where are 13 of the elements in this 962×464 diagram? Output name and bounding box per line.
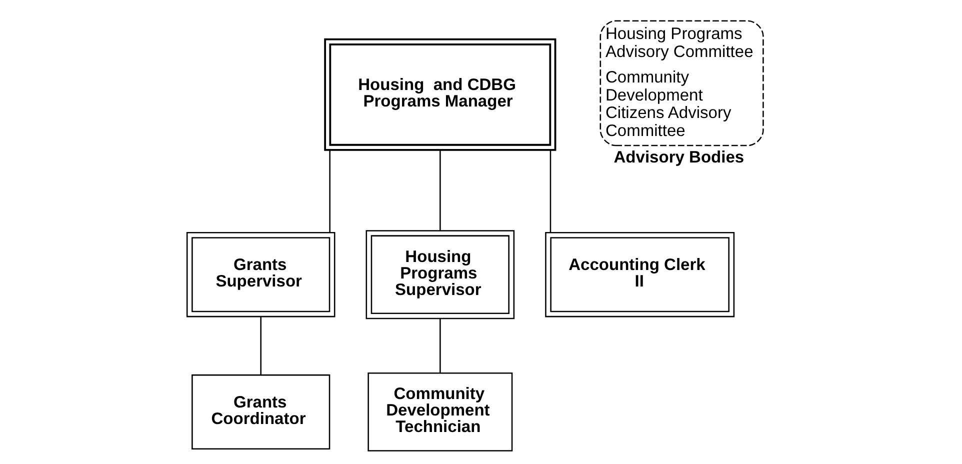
node-box: Grants Coordinator bbox=[191, 374, 330, 450]
node-box: Community Development Technician bbox=[367, 372, 512, 452]
connector bbox=[549, 150, 551, 232]
connector bbox=[260, 316, 261, 375]
node-label: Advisory Bodies bbox=[613, 148, 744, 167]
connector bbox=[328, 150, 330, 232]
node-box: Accounting Clerk II bbox=[544, 232, 734, 318]
connector bbox=[439, 150, 440, 230]
connector bbox=[439, 318, 440, 373]
node-box: Grants Supervisor bbox=[186, 232, 335, 318]
node-box: Housing Programs Supervisor bbox=[365, 230, 514, 320]
node-box: Housing and CDBG Programs Manager bbox=[324, 38, 556, 151]
node-box: Housing Programs Advisory Committee Community Development Citizens Advisory Committee bbox=[599, 20, 764, 146]
